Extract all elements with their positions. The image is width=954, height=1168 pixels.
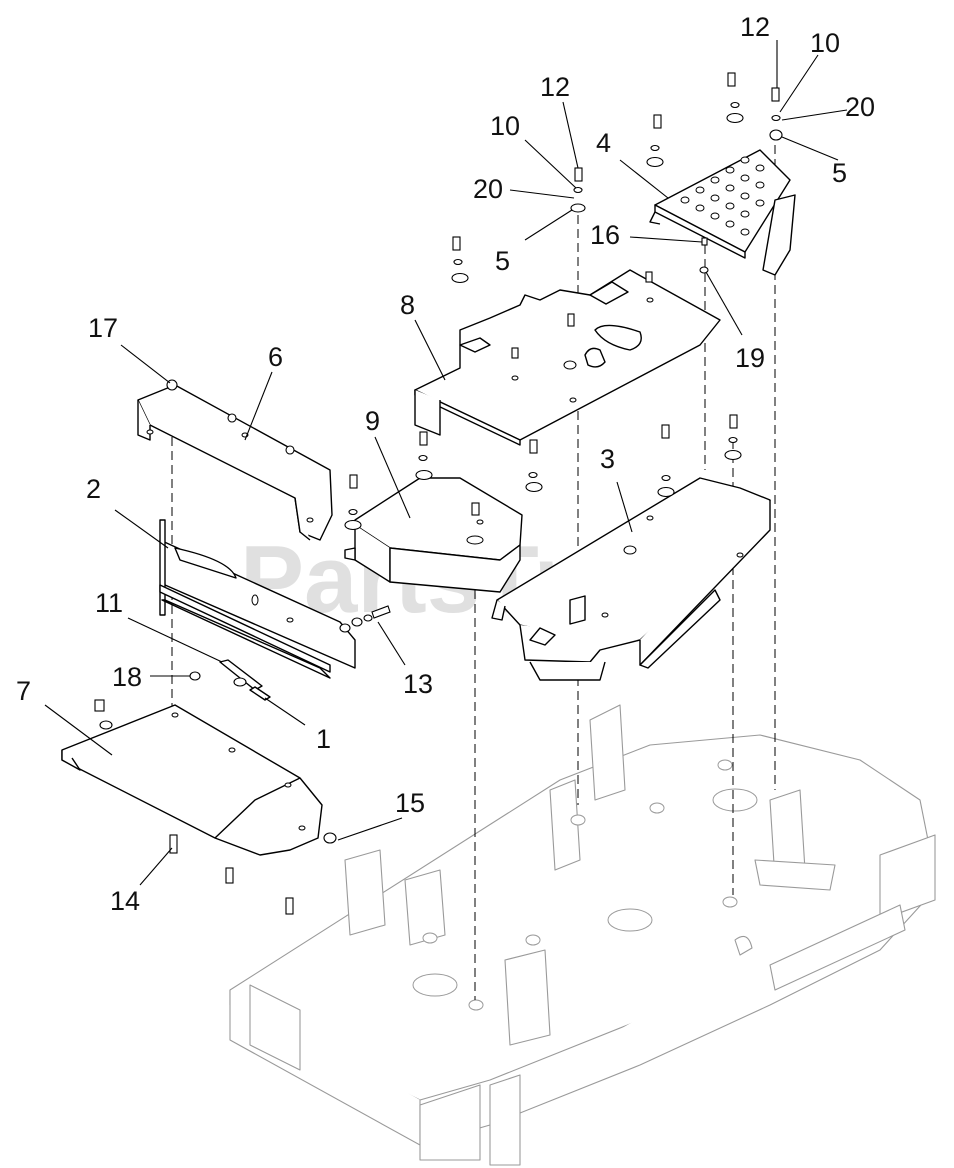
callout-5-right: 5 [832, 158, 847, 188]
callout-7: 7 [16, 676, 31, 706]
mower-deck [229, 704, 936, 1166]
callout-18: 18 [112, 662, 142, 692]
callout-19: 19 [735, 343, 765, 373]
callout-labels: 1 2 3 4 5 5 6 7 8 9 10 10 11 12 12 13 14… [16, 12, 875, 916]
part-7-shield [61, 704, 323, 856]
callout-12-right: 12 [740, 12, 770, 42]
callout-2: 2 [86, 474, 101, 504]
callout-9: 9 [365, 406, 380, 436]
callout-17: 17 [88, 313, 118, 343]
callout-1: 1 [316, 724, 331, 754]
fasteners [94, 72, 783, 915]
callout-8: 8 [400, 290, 415, 320]
callout-10-right: 10 [810, 28, 840, 58]
part-8-main-plate [414, 269, 721, 446]
callout-3: 3 [600, 444, 615, 474]
callout-4: 4 [596, 128, 611, 158]
callout-12-center: 12 [540, 72, 570, 102]
callout-20-right: 20 [845, 92, 875, 122]
callout-15: 15 [395, 788, 425, 818]
part-6-cover [137, 379, 333, 541]
leader-lines [44, 40, 848, 886]
callout-13: 13 [403, 669, 433, 699]
callout-11: 11 [95, 588, 123, 618]
callout-16: 16 [590, 220, 620, 250]
part-2-bracket [159, 519, 356, 679]
perforation-holes [680, 156, 765, 236]
callout-20-center: 20 [473, 174, 503, 204]
callout-10-center: 10 [490, 111, 520, 141]
callout-14: 14 [110, 886, 140, 916]
part-3-lower-plate [491, 477, 771, 681]
callout-5-center: 5 [495, 246, 510, 276]
part-4-perforated-plate [649, 149, 796, 276]
part-1-rod [219, 659, 271, 701]
callout-6: 6 [268, 342, 283, 372]
part-9-box-cover [344, 477, 523, 593]
